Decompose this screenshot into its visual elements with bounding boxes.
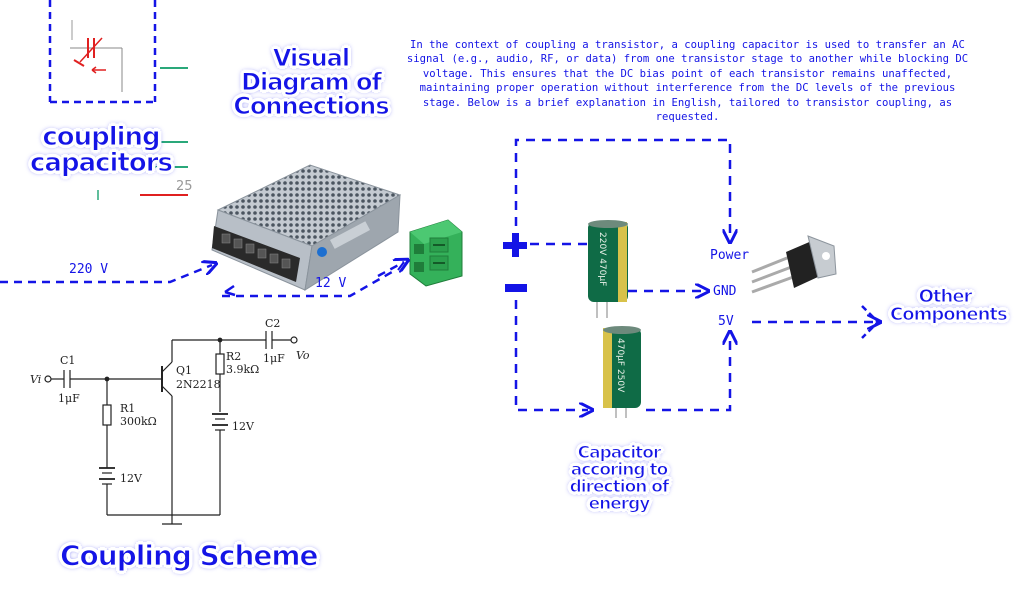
label-r2: R2 [226, 350, 241, 363]
description-text: In the context of coupling a transistor,… [406, 39, 969, 124]
label-vi: Vi [30, 373, 41, 386]
wire-12v [222, 262, 404, 298]
label-q1: Q1 [176, 364, 192, 377]
label-c2: C2 [265, 317, 280, 330]
label-r1: R1 [120, 402, 135, 415]
terminal-block [409, 219, 463, 287]
plus-sign [503, 233, 527, 257]
title-visual-diagram: Visual Diagram of Connections [233, 44, 390, 120]
label-r1-value: 300kΩ [120, 415, 157, 428]
label-battery-left: 12V [120, 472, 143, 485]
wire-5v-to-other [752, 305, 878, 339]
title-coupling-scheme: Coupling Scheme [60, 539, 320, 572]
capacitor-bottom-marking: 470μF 250V [615, 338, 625, 393]
title-coupling-capacitors: coupling capacitors [30, 122, 174, 178]
power-supply-unit [211, 164, 402, 292]
label-r2-value: 3.9kΩ [226, 363, 259, 376]
wire-capacitor-to-5v [646, 336, 730, 412]
label-power: Power [710, 248, 750, 263]
label-vo: Vo [296, 349, 310, 362]
label-5v: 5V [718, 314, 734, 329]
label-q1-part: 2N2218 [176, 378, 221, 391]
svg-text:25: 25 [176, 179, 193, 194]
capacitor-top-marking: 220V 470μF [597, 232, 607, 286]
coupling-schematic [44, 331, 298, 525]
capacitor-top: 220V 470μF [588, 220, 628, 318]
voltage-regulator [751, 235, 837, 294]
wire-minus-to-capacitor [514, 300, 588, 410]
coupling-capacitor-thumbnail: 25 [48, 0, 193, 200]
label-c1: C1 [60, 354, 75, 367]
label-12v: 12 V [315, 276, 347, 291]
label-c1-value: 1μF [58, 392, 80, 405]
schematic-labels: Vi C1 1μF Q1 2N2218 R1 300kΩ R2 3.9kΩ C2… [30, 317, 310, 485]
wire-220v [0, 265, 212, 284]
title-other-components: Other Components [890, 286, 1009, 325]
wire-plus-to-power [514, 138, 730, 246]
minus-sign [505, 284, 527, 292]
title-capacitor-direction: Capacitor accoring to direction of energ… [569, 443, 670, 514]
label-gnd: GND [713, 284, 737, 299]
label-220v: 220 V [69, 262, 109, 277]
label-c2-value: 1μF [263, 352, 285, 365]
label-battery-right: 12V [232, 420, 255, 433]
capacitor-bottom: 470μF 250V [603, 326, 641, 418]
